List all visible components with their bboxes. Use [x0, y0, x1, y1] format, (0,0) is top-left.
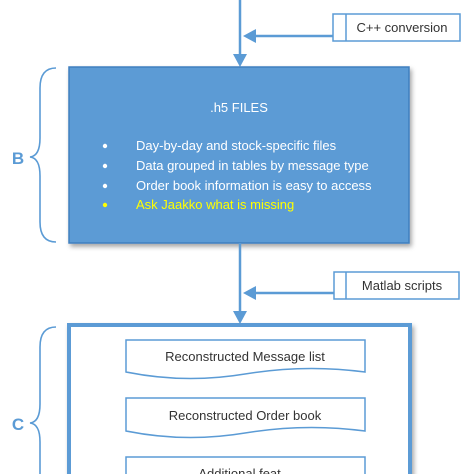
bullet-dot — [102, 183, 108, 189]
cpp-conversion-box: C++ conversion — [332, 13, 461, 42]
bullet-dot-highlight — [102, 202, 108, 208]
section-c-brace — [29, 326, 57, 474]
output-order-book: Reconstructed Order book — [125, 397, 366, 439]
matlab-scripts-box: Matlab scripts — [333, 271, 460, 300]
middle-connector-arrowhead — [233, 311, 247, 324]
bullet-dot — [102, 143, 108, 149]
matlab-input-arrowhead — [243, 286, 256, 300]
top-connector-arrowhead — [233, 54, 247, 67]
h5-files-box: .h5 FILES Day-by-day and stock-specific … — [68, 66, 410, 244]
section-c-letter: C — [12, 415, 24, 434]
section-b-brace — [29, 67, 57, 243]
matlab-scripts-label: Matlab scripts — [362, 278, 443, 293]
h5-bullet-3: Order book information is easy to access — [136, 178, 372, 193]
output-message-list: Reconstructed Message list — [125, 339, 366, 380]
output-additional: Additional feat... — [125, 456, 366, 474]
cpp-conversion-label: C++ conversion — [356, 20, 447, 35]
h5-bullet-4-highlight: Ask Jaakko what is missing — [136, 197, 294, 212]
bullet-dot — [102, 163, 108, 169]
cpp-input-arrowhead — [243, 29, 256, 43]
h5-bullet-1: Day-by-day and stock-specific files — [136, 138, 337, 153]
message-list-label: Reconstructed Message list — [165, 349, 325, 364]
h5-bullet-2: Data grouped in tables by message type — [136, 158, 369, 173]
section-b-letter: B — [12, 149, 24, 168]
additional-label: Additional feat... — [198, 466, 291, 474]
order-book-label: Reconstructed Order book — [169, 408, 322, 423]
h5-files-title: .h5 FILES — [210, 100, 268, 115]
